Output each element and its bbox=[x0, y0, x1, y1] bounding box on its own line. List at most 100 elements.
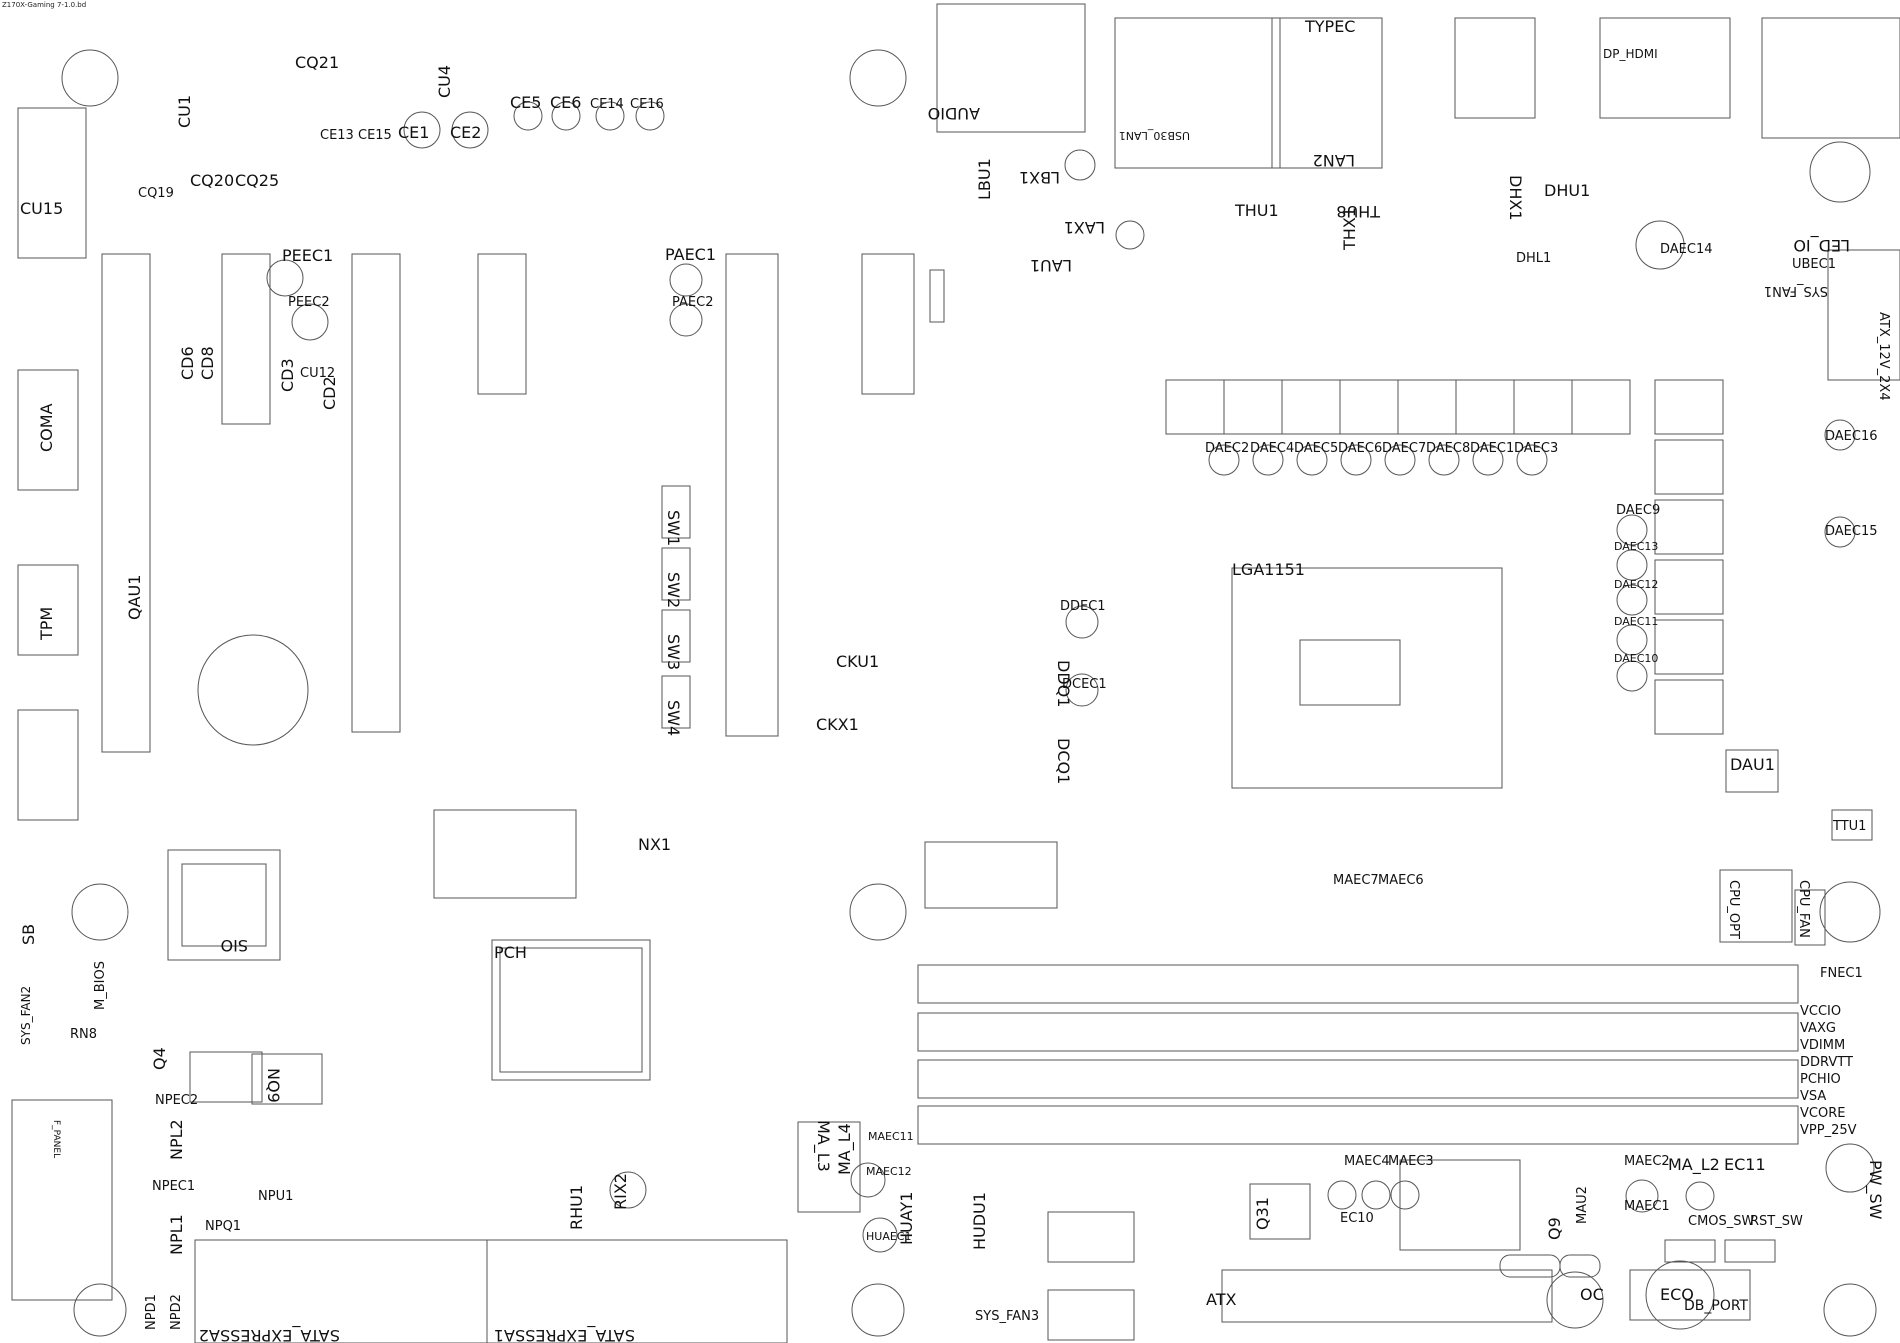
cpu-socket bbox=[1231, 567, 1503, 789]
coma-header bbox=[17, 369, 79, 491]
label-daec6: DAEC6 bbox=[1338, 441, 1382, 456]
label-npl2: NPL2 bbox=[167, 1119, 186, 1160]
label-ce15: CE15 bbox=[358, 128, 392, 143]
label-dhl1: DHL1 bbox=[1516, 251, 1551, 266]
atx-12v-connector bbox=[1827, 249, 1900, 381]
label-daec14: DAEC14 bbox=[1660, 242, 1713, 257]
label-cmos-sw: CMOS_SW bbox=[1688, 1214, 1755, 1229]
pch-chip bbox=[491, 939, 651, 1081]
label-maec2: MAEC2 bbox=[1624, 1154, 1670, 1169]
f-audio-header bbox=[17, 107, 87, 259]
label-pch: PCH bbox=[494, 943, 527, 962]
label-ce5: CE5 bbox=[510, 93, 541, 112]
label-pw-sw: PW_SW bbox=[1865, 1160, 1885, 1220]
label-daec12: DAEC12 bbox=[1614, 578, 1658, 591]
label-ce2: CE2 bbox=[450, 123, 481, 142]
label-dcec1: DCEC1 bbox=[1062, 677, 1107, 692]
pcie-slot bbox=[221, 253, 271, 425]
label-lbx1: LBX1 bbox=[1019, 168, 1060, 187]
label-nq9: NQ9 bbox=[264, 1068, 283, 1103]
label-led-io: LED_IO bbox=[1793, 235, 1850, 255]
label-daec1: DAEC1 bbox=[1470, 441, 1514, 456]
dimm-slot bbox=[917, 1105, 1799, 1145]
label-cu15: CU15 bbox=[20, 199, 63, 218]
label-ma-l3: MA_L3 bbox=[813, 1120, 833, 1172]
label-npd1: NPD1 bbox=[144, 1294, 159, 1330]
label-atx-12v: ATX_12V_2X4 bbox=[1876, 312, 1891, 401]
label-typec: TYPEC bbox=[1304, 17, 1355, 36]
label-ddec1: DDEC1 bbox=[1060, 599, 1106, 614]
label-m-bios: M_BIOS bbox=[93, 961, 108, 1010]
pcie-slot bbox=[929, 269, 945, 323]
label-ec10: EC10 bbox=[1340, 1211, 1374, 1226]
label-maec3: MAEC3 bbox=[1388, 1154, 1434, 1169]
label-oc: OC bbox=[1580, 1285, 1604, 1304]
label-lbu1: LBU1 bbox=[975, 158, 994, 200]
label-ddq1: DDQ1 bbox=[1054, 660, 1073, 707]
label-q9: Q9 bbox=[1545, 1217, 1564, 1240]
pcie-slot bbox=[477, 253, 527, 395]
label-cd3: CD3 bbox=[278, 358, 297, 392]
label-daec11: DAEC11 bbox=[1614, 615, 1658, 628]
label-maec12: MAEC12 bbox=[866, 1165, 912, 1178]
label-npl1: NPL1 bbox=[167, 1214, 186, 1255]
label-daec15: DAEC15 bbox=[1825, 524, 1878, 539]
label-vsa: VSA bbox=[1800, 1089, 1826, 1104]
label-dau1: DAU1 bbox=[1730, 755, 1775, 774]
atx-24pin bbox=[1221, 1269, 1553, 1323]
dimm-slot bbox=[917, 1059, 1799, 1099]
label-pchio: PCHIO bbox=[1800, 1072, 1841, 1087]
mounting-hole bbox=[61, 49, 119, 107]
label-daec9: DAEC9 bbox=[1616, 503, 1660, 518]
pcie-slot bbox=[725, 253, 779, 737]
label-cq19: CQ19 bbox=[138, 186, 174, 201]
label-hudu1: HUDU1 bbox=[970, 1192, 989, 1250]
label-cu12: CU12 bbox=[300, 366, 335, 381]
label-sio: SIO bbox=[221, 936, 248, 955]
label-lau1: LAU1 bbox=[1030, 256, 1072, 275]
label-mau2: MAU2 bbox=[1575, 1186, 1590, 1224]
label-sata-exp2: SATA_EXPRESSA2 bbox=[199, 1325, 340, 1343]
kb-ms-usb-port bbox=[1761, 17, 1900, 139]
label-sata-exp1: SATA_EXPRESSA1 bbox=[494, 1325, 635, 1343]
label-qau1: QAU1 bbox=[125, 575, 144, 620]
label-daec3: DAEC3 bbox=[1514, 441, 1558, 456]
label-lan2: LAN2 bbox=[1313, 151, 1355, 170]
sio-chip bbox=[167, 849, 281, 961]
label-dhu1: DHU1 bbox=[1544, 181, 1590, 200]
label-peec1: PEEC1 bbox=[282, 246, 333, 265]
label-ttu1: TTU1 bbox=[1832, 819, 1866, 834]
pcie-slot bbox=[351, 253, 401, 733]
label-cpu-opt: CPU_OPT bbox=[1726, 880, 1741, 939]
audio-jack bbox=[936, 3, 1086, 133]
label-maec6: MAEC6 bbox=[1378, 873, 1424, 888]
label-dcq1: DCQ1 bbox=[1054, 738, 1073, 784]
label-maec11: MAEC11 bbox=[868, 1130, 914, 1143]
label-vccio: VCCIO bbox=[1800, 1004, 1841, 1019]
document-header: Z170X-Gaming 7-1.0.bd bbox=[2, 1, 87, 9]
cmos-battery bbox=[197, 634, 309, 746]
mounting-hole bbox=[1823, 1283, 1877, 1337]
usb-header bbox=[17, 709, 79, 821]
label-daec2: DAEC2 bbox=[1205, 441, 1249, 456]
label-paec2: PAEC2 bbox=[672, 295, 713, 310]
typec-port bbox=[1271, 17, 1383, 169]
ttu1-chip bbox=[1831, 809, 1873, 841]
label-npu1: NPU1 bbox=[258, 1189, 293, 1204]
label-daec10: DAEC10 bbox=[1614, 652, 1658, 665]
label-ce1: CE1 bbox=[398, 123, 429, 142]
label-rst-sw: RST_SW bbox=[1750, 1214, 1803, 1229]
dau1-chip bbox=[1725, 749, 1779, 793]
label-ddrvtt: DDRVTT bbox=[1800, 1055, 1853, 1070]
mounting-hole bbox=[1645, 1260, 1715, 1330]
mounting-hole bbox=[71, 883, 129, 941]
label-nx1: NX1 bbox=[638, 835, 671, 854]
label-cq25: CQ25 bbox=[235, 171, 279, 190]
label-cpu-fan: CPU_FAN bbox=[1796, 880, 1811, 938]
label-ubec1: UBEC1 bbox=[1792, 257, 1836, 272]
label-audio: AUDIO bbox=[928, 104, 980, 123]
dimm-slot bbox=[917, 1012, 1799, 1052]
pcie-slot bbox=[101, 253, 151, 753]
label-huay1: HUAY1 bbox=[897, 1192, 916, 1245]
